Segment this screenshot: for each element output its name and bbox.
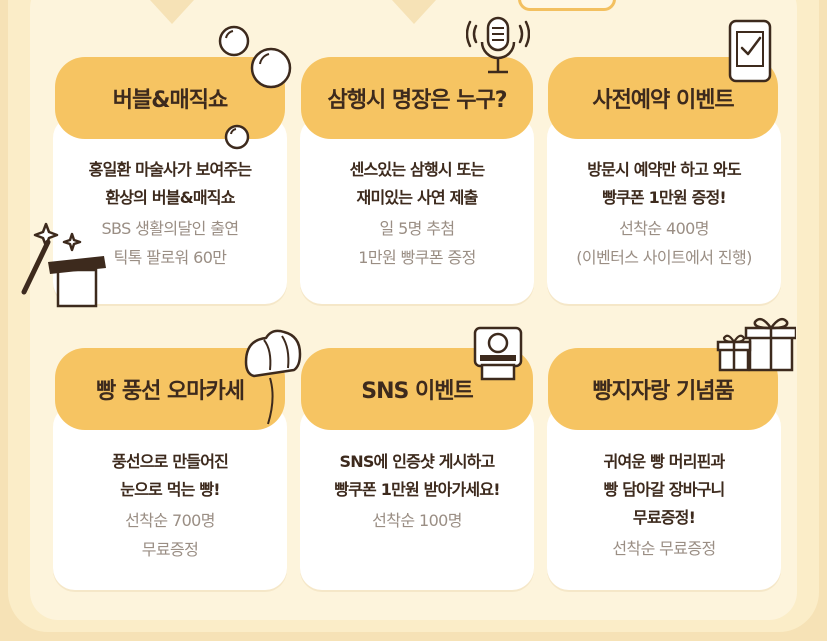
gift-boxes-icon — [716, 317, 796, 372]
card-sub-line: 무료증정 — [141, 540, 199, 559]
event-card-bread-balloon: 풍선으로 만들어진 눈으로 먹는 빵! 선착순 700명 무료증정 — [53, 405, 287, 590]
card-main-line: SNS에 인증샷 게시하고 — [339, 452, 496, 471]
top-notch-left — [150, 0, 194, 24]
card-sub-line: 선착순 무료증정 — [612, 539, 716, 558]
card-title: 빵지자랑 기념품 — [592, 379, 734, 404]
card-sub-line: SBS 생활의달인 출연 — [101, 219, 239, 238]
card-title-pill: 버블&매직쇼 — [55, 57, 285, 139]
card-main-line: 홍일환 마술사가 보여주는 — [88, 160, 252, 179]
instant-camera-icon — [473, 326, 523, 381]
bubbles-icon — [218, 25, 292, 150]
card-title: 사전예약 이벤트 — [592, 88, 734, 113]
card-sub-line: 틱톡 팔로워 60만 — [113, 248, 227, 267]
card-main-line: 빵쿠폰 1만원 증정! — [602, 188, 727, 207]
card-sub-line: (이벤터스 사이트에서 진행) — [576, 248, 752, 267]
card-main-line: 귀여운 빵 머리핀과 — [603, 452, 726, 471]
card-title: 삼행시 명장은 누구? — [327, 88, 507, 113]
card-sub-line: 선착순 700명 — [125, 511, 215, 530]
magic-hat-icon — [21, 222, 106, 308]
card-sub-line: 선착순 100명 — [372, 511, 462, 530]
card-title: 버블&매직쇼 — [112, 88, 228, 113]
card-main-line: 무료증정! — [632, 508, 696, 527]
top-notch-middle — [392, 0, 436, 24]
card-main-line: 방문시 예약만 하고 와도 — [587, 160, 741, 179]
card-main-line: 빵 담아갈 장바구니 — [603, 480, 726, 499]
card-main-line: 환상의 버블&매직쇼 — [105, 188, 235, 207]
event-card-pre-reservation: 방문시 예약만 하고 와도 빵쿠폰 1만원 증정! 선착순 400명 (이벤터스… — [547, 116, 781, 304]
card-main-line: 빵쿠폰 1만원 받아가세요! — [334, 480, 500, 499]
card-title: 빵 풍선 오마카세 — [96, 379, 245, 404]
card-title-pill: 삼행시 명장은 누구? — [301, 57, 533, 139]
event-card-samhaengsi: 센스있는 삼행시 또는 재미있는 사연 제출 일 5명 추첨 1만원 빵쿠폰 증… — [300, 116, 534, 304]
card-sub-line: 1만원 빵쿠폰 증정 — [358, 248, 476, 267]
card-sub-line: 선착순 400명 — [619, 219, 709, 238]
card-main-line: 풍선으로 만들어진 — [111, 452, 229, 471]
bread-balloon-icon — [244, 329, 302, 425]
event-card-sns: SNS에 인증샷 게시하고 빵쿠폰 1만원 받아가세요! 선착순 100명 — [300, 405, 534, 590]
microphone-icon — [466, 16, 530, 74]
top-tab — [518, 0, 616, 11]
event-card-souvenir: 귀여운 빵 머리핀과 빵 담아갈 장바구니 무료증정! 선착순 무료증정 — [547, 405, 781, 590]
card-main-line: 눈으로 먹는 빵! — [120, 480, 220, 499]
card-sub-line: 일 5명 추첨 — [379, 219, 455, 238]
phone-check-icon — [728, 19, 772, 83]
card-title: SNS 이벤트 — [361, 379, 473, 404]
card-main-line: 센스있는 삼행시 또는 — [349, 160, 486, 179]
card-main-line: 재미있는 사연 제출 — [356, 188, 479, 207]
event-card-bubble-magic: 홍일환 마술사가 보여주는 환상의 버블&매직쇼 SBS 생활의달인 출연 틱톡… — [53, 116, 287, 304]
